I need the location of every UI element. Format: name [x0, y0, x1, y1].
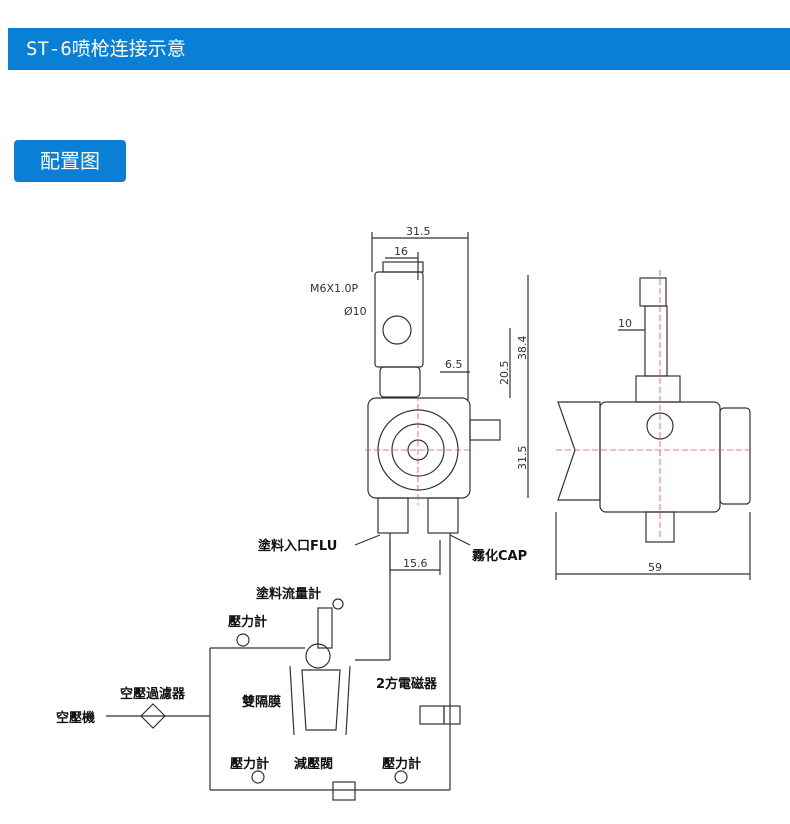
- side-screw: [469, 419, 501, 441]
- dim-height-body: 31.5: [516, 446, 529, 471]
- dim-thread: M6X1.0P: [310, 282, 359, 295]
- top-nut: [379, 366, 421, 398]
- solenoid-valve-icon: [419, 705, 445, 725]
- pump-head: [305, 643, 331, 669]
- pump-leg-right: [345, 665, 351, 736]
- label-regulator: 減壓閥: [294, 756, 333, 772]
- label-atomize-cap: 霧化CAP: [471, 548, 527, 564]
- top-port-circle: [382, 315, 412, 345]
- dim-side-width: 59: [648, 561, 662, 574]
- leader-cap: [449, 534, 471, 546]
- side-cap-right: [719, 407, 751, 505]
- pressure-gauge-top-icon: [236, 633, 250, 647]
- page-title: ST-6喷枪连接示意: [26, 38, 186, 60]
- label-diaphragm: 雙隔膜: [242, 694, 281, 710]
- dim-top-inner: 16: [394, 245, 408, 258]
- diaphragm-pump-tank: [301, 669, 341, 731]
- dim-port-spacing: 15.6: [403, 557, 428, 570]
- label-gauge-right: 壓力計: [382, 756, 421, 772]
- pump-leg-left: [289, 665, 295, 736]
- section-tag: 配置图: [14, 140, 126, 182]
- dim-offset: 6.5: [445, 358, 463, 371]
- top-knob: [382, 261, 424, 273]
- side-nut: [635, 375, 681, 403]
- atomize-port: [427, 497, 459, 534]
- side-top-knob: [639, 277, 667, 307]
- dim-height-total: 38.4: [516, 336, 529, 361]
- pressure-gauge-left-icon: [251, 770, 265, 784]
- label-solenoid-valve: 2方電磁器: [376, 676, 438, 692]
- main-body: [367, 397, 471, 499]
- regulator-icon: [332, 781, 356, 801]
- label-flow-meter: 塗料流量計: [256, 586, 321, 602]
- solenoid-valve-body: [443, 705, 461, 725]
- air-filter-icon: [140, 703, 166, 729]
- flow-meter-tube: [317, 607, 333, 649]
- side-bottom-port: [645, 511, 675, 543]
- label-compressor: 空壓機: [56, 710, 95, 726]
- flow-meter-gauge-icon: [332, 598, 344, 610]
- label-fluid-inlet: 塗料入口FLU: [258, 538, 337, 554]
- dim-height-upper: 20.5: [498, 361, 511, 386]
- label-gauge-top: 壓力計: [228, 614, 267, 630]
- dim-side-stem: 10: [618, 317, 632, 330]
- dim-diameter: Ø10: [344, 305, 367, 318]
- side-stem: [644, 305, 668, 377]
- label-gauge-left: 壓力計: [230, 756, 269, 772]
- header-bar: ST-6喷枪连接示意: [8, 28, 790, 70]
- section-title: 配置图: [40, 149, 100, 173]
- leader-fluid: [354, 534, 381, 546]
- label-air-filter: 空壓過濾器: [120, 686, 186, 702]
- pressure-gauge-right-icon: [394, 770, 408, 784]
- fluid-port: [377, 497, 409, 534]
- side-cap-left: [557, 401, 601, 501]
- side-port-circle: [646, 412, 674, 440]
- dim-top-width: 31.5: [406, 225, 431, 238]
- top-stem-block: [374, 271, 424, 368]
